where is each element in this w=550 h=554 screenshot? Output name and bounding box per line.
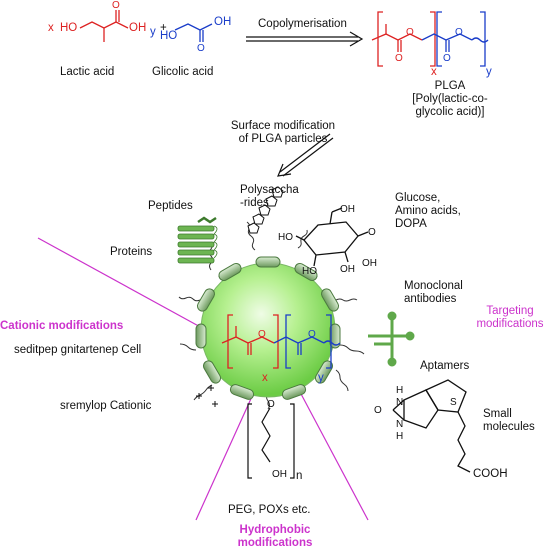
glucose-label-2: Amino acids,: [395, 205, 461, 217]
glucose-label-1: Glucose,: [395, 192, 441, 204]
lactic-ho: HO: [60, 22, 78, 34]
glycolic-oh: OH: [214, 16, 232, 28]
copolymerisation-arrow: [246, 31, 364, 47]
aptamer-icon: [368, 311, 415, 367]
glycolic-acid-structure: [174, 23, 213, 42]
glucose-oh-1: OH: [340, 204, 355, 215]
peptide-icon: [197, 216, 217, 224]
glucose-ho-2: HO: [302, 266, 317, 277]
cationic-charges: [196, 385, 218, 407]
plga-sub-y: y: [486, 66, 492, 78]
particle-sub-x: x: [262, 372, 268, 384]
plga-carbonyl-o2: O: [443, 53, 451, 64]
biotin-n-1: N: [396, 397, 404, 408]
plga-ester-o2: O: [455, 27, 463, 38]
cell-penetrating-peptides-label: seditpep gnitartenep Cell: [14, 344, 142, 356]
biotin-h-1: H: [396, 385, 404, 396]
hydrophobic-modifications-label-2: modifications: [237, 537, 313, 549]
lactic-oh: OH: [129, 22, 147, 34]
glucose-label-3: DOPA: [395, 218, 427, 230]
biotin-n-2: N: [396, 419, 404, 430]
peg-label: PEG, POXs etc.: [228, 504, 311, 516]
plus-sign: +: [160, 22, 167, 34]
aptamers-label: Aptamers: [420, 360, 470, 372]
plga-name: PLGA: [434, 80, 466, 92]
biotin-cooh: COOH: [473, 468, 508, 480]
small-molecules-label-1: Small: [483, 408, 512, 420]
lactic-o: O: [112, 0, 120, 11]
targeting-modifications-label-1: Targeting: [486, 305, 534, 317]
particle-ester-o1: O: [258, 329, 266, 340]
wavy-linkers: [178, 221, 365, 410]
glycolic-ho: HO: [160, 30, 178, 42]
particle-plga-structure: [221, 314, 341, 369]
cationic-polymers-label: sremylop Cationic: [60, 400, 152, 412]
peg-n-subscript: n: [296, 470, 303, 482]
y-coefficient: y: [150, 26, 156, 38]
plga-carbonyl-o1: O: [395, 53, 403, 64]
glycolic-o: O: [197, 43, 205, 54]
x-coefficient: x: [48, 22, 54, 34]
surface-modification-arrow: [277, 133, 334, 177]
biotin-s: S: [450, 397, 457, 408]
polysaccharides-label-2: -rides: [240, 197, 269, 209]
lactic-acid-label: Lactic acid: [60, 66, 115, 78]
glucose-oh-2: OH: [340, 264, 355, 275]
glucose-ho-1: HO: [278, 232, 293, 243]
glycolic-acid-label: Glicolic acid: [152, 66, 214, 78]
surface-modification-line1: Surface modification: [230, 120, 336, 132]
biotin-h-2: H: [396, 431, 404, 442]
targeting-modifications-label-2: modifications: [476, 318, 544, 330]
glucose-ring-structure: [295, 207, 369, 267]
particle-ester-o2: O: [308, 329, 316, 340]
polysaccharide-chain-icon: [247, 186, 284, 234]
biotin-structure: [392, 379, 471, 473]
surface-modification-line2: of PLGA particles: [238, 133, 328, 145]
peg-o: O: [267, 399, 275, 410]
copolymerisation-label: Copolymerisation: [258, 18, 347, 30]
lactic-acid-structure: [79, 10, 129, 42]
particle-surface-tabs: [195, 256, 341, 400]
plga-product-structure: [371, 11, 489, 67]
plga-full-name-2: glycolic acid)]: [415, 106, 485, 118]
polysaccharides-label-1: Polysaccha: [240, 184, 299, 196]
peptides-label: Peptides: [148, 200, 193, 212]
plga-full-name-1: [Poly(lactic-co-: [412, 93, 488, 105]
monoclonal-label-2: antibodies: [404, 293, 457, 305]
cationic-modifications-label: Cationic modifications: [0, 320, 124, 332]
glucose-o-ring: O: [368, 227, 376, 238]
particle-sub-y: y: [318, 372, 324, 384]
small-molecules-label-2: molecules: [483, 421, 535, 433]
glucose-oh-3: OH: [362, 258, 377, 269]
proteins-label: Proteins: [110, 246, 153, 258]
biotin-o: O: [374, 405, 382, 416]
peg-structure: [247, 403, 295, 479]
plga-ester-o1: O: [406, 27, 414, 38]
peg-oh: OH: [272, 469, 287, 480]
hydrophobic-modifications-label-1: Hydrophobic: [239, 524, 311, 536]
monoclonal-label-1: Monoclonal: [404, 280, 463, 292]
plga-sub-x: x: [431, 66, 437, 78]
protein-helix-icon: [177, 225, 218, 264]
